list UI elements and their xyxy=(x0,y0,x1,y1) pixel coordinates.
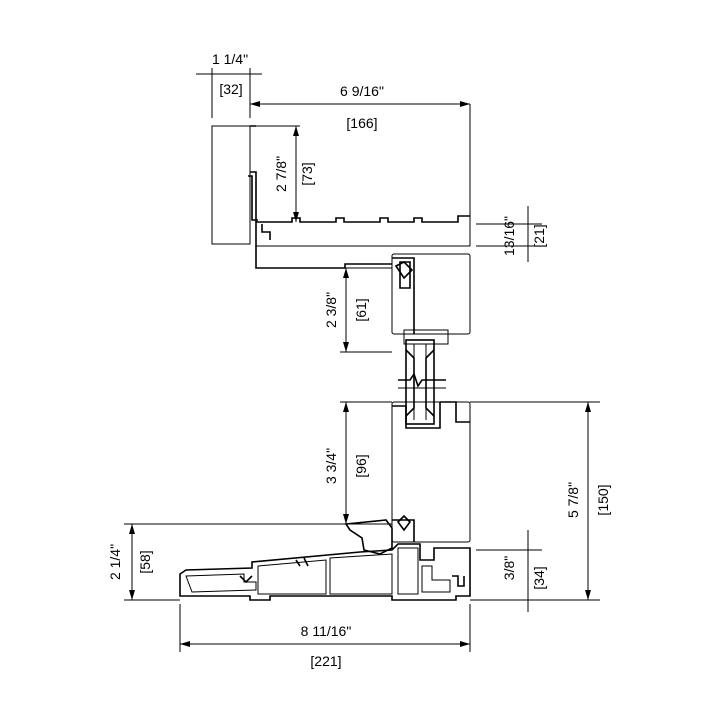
head-top-profile xyxy=(256,215,470,223)
top-glass-stop xyxy=(403,329,449,345)
sash-top-rail xyxy=(391,253,471,345)
top-rail-body xyxy=(391,253,471,335)
dim-head-jamb-width-mm: [32] xyxy=(219,81,242,97)
sill-details xyxy=(239,557,309,584)
dim-bottom-rail-mm: [96] xyxy=(353,454,369,477)
dim-head-height-mm: [73] xyxy=(299,162,315,185)
break-line xyxy=(398,372,446,388)
sill-drip xyxy=(452,575,465,587)
sill-chamber-4 xyxy=(397,547,419,595)
dim-overall-mm: [150] xyxy=(595,484,611,515)
dim-head-height: 2 7/8" xyxy=(273,156,289,192)
sill xyxy=(179,519,471,601)
dimension-lines xyxy=(124,68,600,652)
dimension-labels: 1 1/4" [32] 6 9/16" [166] 2 7/8" [73] 13… xyxy=(107,51,611,669)
head-jamb-outline xyxy=(250,125,392,269)
head-weatherstrip xyxy=(248,175,271,240)
dim-bottom-rail: 3 3/4" xyxy=(323,448,339,484)
dim-head-step: 13/16" xyxy=(501,216,517,256)
dim-sill-height: 2 1/4" xyxy=(107,544,123,580)
interior-stool xyxy=(344,519,393,555)
sill-chamber-2 xyxy=(257,559,327,595)
glazing-bead xyxy=(405,339,435,425)
dim-sill-step: 3/8" xyxy=(501,556,517,580)
glass-unit xyxy=(398,339,446,425)
sash-bottom-rail xyxy=(391,401,471,543)
dim-sill-step-mm: [34] xyxy=(531,566,547,589)
interior-trim xyxy=(211,125,251,245)
sill-chamber-5 xyxy=(421,565,451,593)
dim-frame-depth: 6 9/16" xyxy=(340,83,384,99)
dim-sill-depth: 8 11/16" xyxy=(301,623,352,639)
dim-frame-depth-mm: [166] xyxy=(346,115,377,131)
head-frame xyxy=(211,104,471,269)
dim-overall: 5 7/8" xyxy=(565,482,581,518)
sill-chamber-1 xyxy=(185,573,257,593)
top-rail-seal xyxy=(394,261,414,280)
dim-sill-depth-mm: [221] xyxy=(310,653,341,669)
bottom-rail-seal xyxy=(396,514,412,532)
dim-top-rail: 2 3/8" xyxy=(323,292,339,328)
sill-chamber-3 xyxy=(329,553,393,595)
bottom-rail-drip xyxy=(440,401,470,423)
glass-spacer xyxy=(405,349,435,417)
top-rail-profile xyxy=(392,257,415,334)
dim-sill-height-mm: [58] xyxy=(137,550,153,573)
dim-head-jamb-width: 1 1/4" xyxy=(212,51,248,67)
sill-extrusion xyxy=(179,543,471,601)
dim-head-step-mm: [21] xyxy=(531,224,547,247)
bottom-rail-body xyxy=(391,401,471,543)
dim-top-rail-mm: [61] xyxy=(353,298,369,321)
